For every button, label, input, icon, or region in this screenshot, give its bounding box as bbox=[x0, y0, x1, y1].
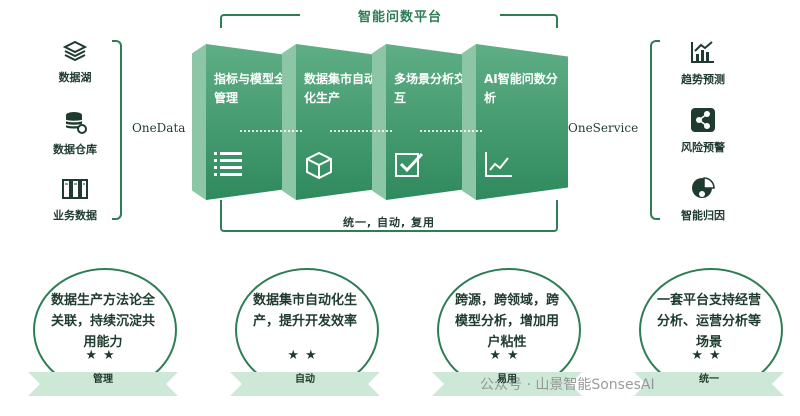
ribbon-label: 自动 bbox=[295, 374, 315, 385]
source-label: 数据仓库 bbox=[53, 143, 97, 156]
star-rating: ★★ bbox=[691, 348, 727, 363]
panel-label: 多场景分析交互 bbox=[394, 72, 467, 105]
panel-fold bbox=[462, 44, 476, 200]
card-ribbon bbox=[432, 372, 582, 396]
output-label: 智能归因 bbox=[681, 209, 725, 222]
panel-face bbox=[476, 44, 568, 200]
card-text: 跨源，跨领域，跨模型分析，增加用户粘性 bbox=[454, 293, 559, 350]
source-business-data: 业务数据 bbox=[40, 178, 110, 223]
panel-label: 数据集市自动化生产 bbox=[304, 72, 377, 105]
value-card-automation: 数据集市自动化生产，提升开发效率 ★★ 自动 bbox=[230, 268, 380, 396]
star-rating: ★★ bbox=[489, 348, 525, 363]
cube-icon bbox=[304, 150, 334, 184]
source-label: 数据湖 bbox=[58, 71, 92, 84]
panel-fold bbox=[282, 44, 296, 200]
line-chart-icon bbox=[484, 150, 514, 182]
value-card-ease-of-use: 跨源，跨领域，跨模型分析，增加用户粘性 ★★ 易用 bbox=[432, 268, 582, 396]
watermark-text: 公众号 · 山景智能SonsesAI bbox=[480, 377, 655, 393]
source-data-lake: 数据湖 bbox=[40, 40, 110, 85]
right-bracket bbox=[650, 40, 660, 220]
card-ribbon bbox=[28, 372, 178, 396]
database-icon bbox=[40, 110, 110, 137]
panel-label: 指标与模型全管理 bbox=[214, 72, 287, 105]
output-smart-attribution: 智能归因 bbox=[668, 176, 738, 223]
card-circle bbox=[437, 268, 581, 392]
star-rating: ★★ bbox=[85, 348, 121, 363]
trend-chart-icon bbox=[668, 40, 738, 67]
output-label: 风险预警 bbox=[681, 141, 725, 154]
layers-icon bbox=[40, 40, 110, 65]
ribbon-label: 统一 bbox=[699, 374, 719, 385]
card-text: 一套平台支持经营分析、运营分析等场景 bbox=[656, 293, 761, 350]
source-label: 业务数据 bbox=[53, 209, 97, 222]
panel-fold bbox=[372, 44, 386, 200]
card-circle bbox=[639, 268, 783, 392]
server-rack-icon bbox=[40, 178, 110, 203]
card-text: 数据生产方法论全关联，持续沉淀共用能力 bbox=[50, 293, 155, 350]
ribbon-label: 易用 bbox=[497, 374, 517, 385]
list-icon bbox=[214, 150, 244, 182]
star-rating: ★★ bbox=[287, 348, 323, 363]
pie-chart-icon bbox=[668, 176, 738, 203]
checkbox-icon bbox=[394, 150, 424, 182]
oneservice-label: OneService bbox=[568, 121, 639, 135]
card-text: 数据集市自动化生产，提升开发效率 bbox=[252, 293, 357, 329]
onedata-label: OneData bbox=[132, 121, 186, 135]
source-data-warehouse: 数据仓库 bbox=[40, 110, 110, 157]
output-label: 趋势预测 bbox=[681, 73, 725, 86]
card-ribbon bbox=[230, 372, 380, 396]
panel-connector-dots bbox=[420, 130, 482, 132]
card-ribbon bbox=[634, 372, 784, 396]
share-nodes-icon bbox=[668, 108, 738, 135]
card-circle bbox=[235, 268, 379, 392]
value-card-unified: 一套平台支持经营分析、运营分析等场景 ★★ 统一 bbox=[634, 268, 784, 396]
platform-title: 智能问数平台 bbox=[300, 6, 500, 25]
value-card-management: 数据生产方法论全关联，持续沉淀共用能力 ★★ 管理 bbox=[28, 268, 178, 396]
bottom-caption: 统一, 自动, 复用 bbox=[342, 216, 436, 229]
panel-label: AI智能问数分析 bbox=[484, 72, 558, 105]
left-bracket bbox=[112, 40, 122, 220]
platform-frame-bottom bbox=[220, 200, 558, 232]
panel-connector-dots bbox=[240, 130, 302, 132]
panel-ai-query: AI智能问数分析 bbox=[462, 44, 568, 200]
output-risk-warning: 风险预警 bbox=[668, 108, 738, 155]
output-trend-forecast: 趋势预测 bbox=[668, 40, 738, 87]
ribbon-label: 管理 bbox=[93, 374, 113, 385]
panel-fold bbox=[192, 44, 206, 200]
panel-connector-dots bbox=[330, 130, 392, 132]
